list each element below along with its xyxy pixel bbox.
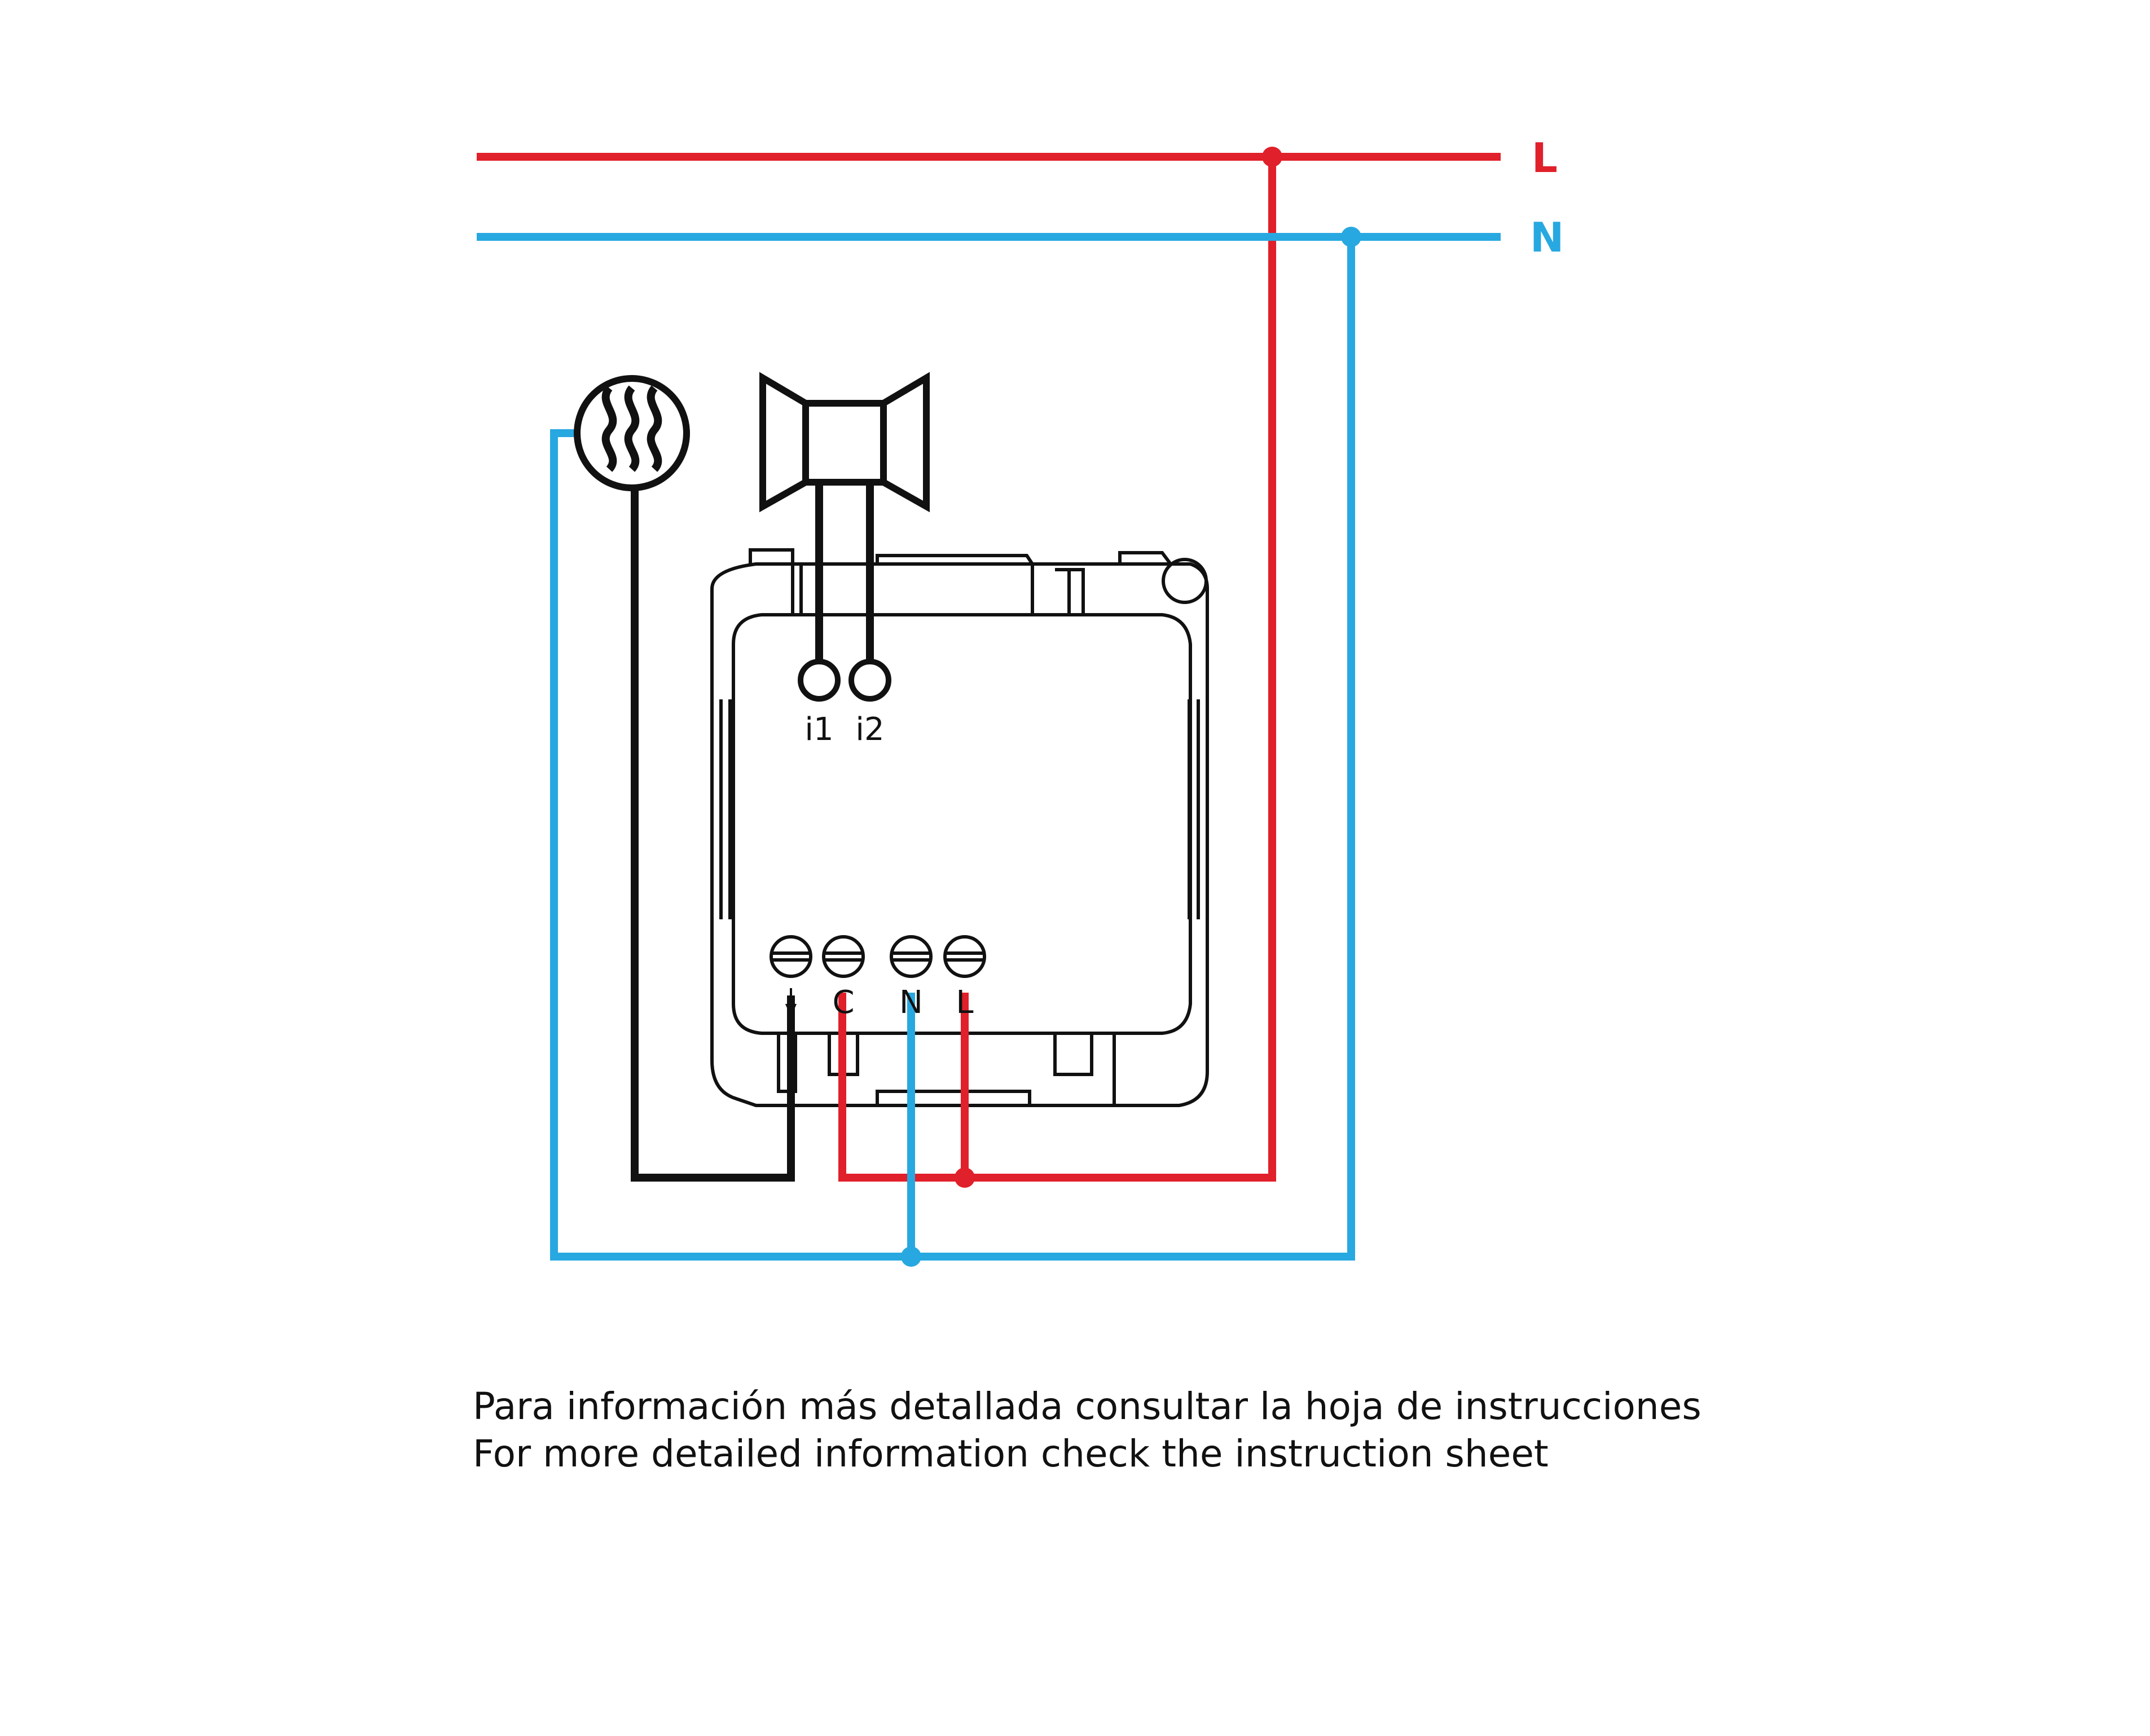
siren-icon (759, 372, 930, 513)
svg-text:i1: i1 (804, 711, 833, 748)
neutral-wiring (477, 233, 1501, 1261)
input-terminal-i1: i1 (798, 659, 841, 748)
caption-english: For more detailed information check the … (473, 1432, 1549, 1475)
heater-icon (574, 375, 690, 491)
neutral-supply-wire (550, 237, 1355, 1261)
neutral-junction-bottom (901, 1246, 921, 1267)
svg-text:i2: i2 (855, 711, 884, 748)
instruction-caption: Para información más detallada consultar… (473, 1383, 1940, 1478)
caption-spanish: Para información más detallada consultar… (473, 1385, 1701, 1428)
heater-load-wire (631, 485, 795, 1182)
line-junction-bottom (955, 1167, 975, 1188)
terminal-label-n: N (899, 984, 923, 1021)
line-wiring (477, 153, 1501, 1182)
output-terminal-ground (770, 935, 812, 978)
neutral-bus-label: N (1530, 214, 1564, 261)
module-body (710, 548, 1209, 1107)
output-terminal-l (943, 935, 986, 978)
line-bus-label: L (1532, 134, 1558, 182)
terminal-label-c: C (832, 984, 854, 1021)
terminal-label-l: L (956, 984, 973, 1021)
ground-arrow-icon (785, 988, 797, 1017)
output-terminal-c (822, 935, 865, 978)
neutral-junction-top (1341, 227, 1361, 247)
siren-wires (815, 482, 874, 663)
line-supply-wire (838, 157, 1276, 1182)
line-junction-top (1262, 147, 1282, 167)
output-terminal-n (890, 935, 933, 978)
input-terminal-i2: i2 (848, 659, 891, 748)
